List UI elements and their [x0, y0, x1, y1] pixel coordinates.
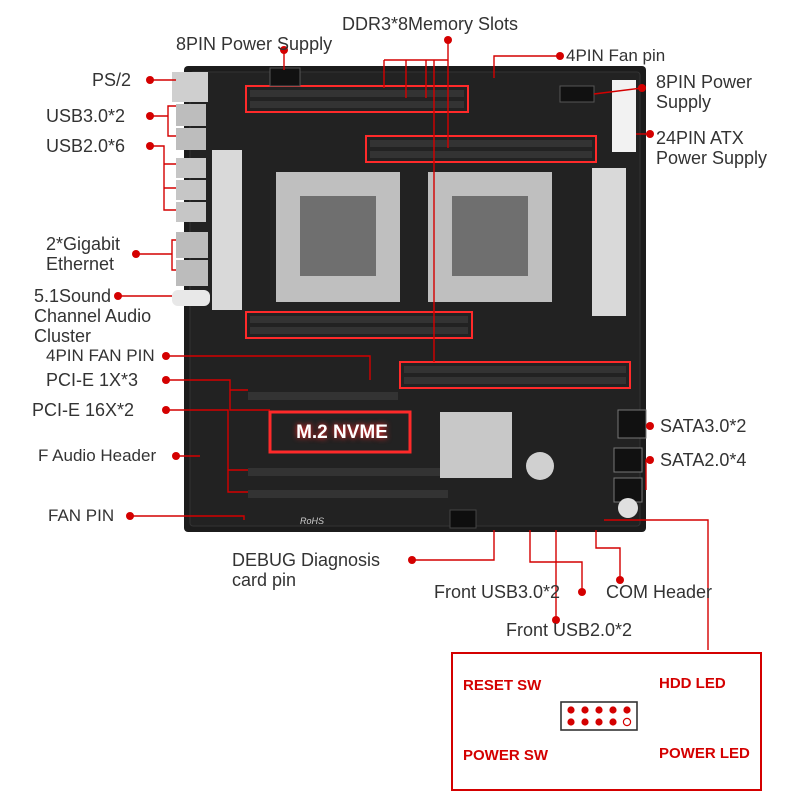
standoff [618, 498, 638, 518]
pin [595, 718, 603, 726]
pin [609, 706, 617, 714]
usb3-port-a [176, 104, 206, 126]
label-reset-sw: RESET SW [463, 677, 542, 694]
label-ethernet: 2*Gigabit Ethernet [46, 234, 121, 274]
m2-glow [268, 410, 412, 454]
heatsink-right [592, 168, 626, 316]
pin-header-outline [560, 701, 638, 731]
m2-nvme-text: M.2 NVME [296, 422, 388, 443]
label-f-audio: F Audio Header [38, 446, 157, 465]
label-debug: DEBUG Diagnosis card pin [232, 550, 381, 590]
label-8pin-power-left: 8PIN Power Supply [176, 34, 333, 54]
usb3-port-b [176, 128, 206, 150]
label-pcie-1x: PCI-E 1X*3 [46, 370, 139, 390]
dimm-glow-top [245, 85, 469, 113]
label-8pin-power-right: 8PIN Power Supply [656, 72, 753, 112]
label-24pin-atx: 24PIN ATX Power Supply [656, 128, 768, 168]
label-ddr3-memory-slots: DDR3*8Memory Slots [342, 14, 519, 34]
sata2-ports-a [613, 447, 643, 473]
dimm-slot [370, 140, 592, 147]
pcie-slot [248, 490, 448, 498]
rohs-text: RoHS [300, 516, 325, 526]
usb2-port-a [176, 158, 206, 178]
pcie-slot [248, 392, 398, 400]
dimm-slot [404, 377, 626, 384]
front-panel-pin-header [560, 701, 638, 731]
pin [581, 706, 589, 714]
audio-jacks [172, 290, 210, 306]
dimm-slot [250, 316, 468, 323]
pcie-slot [248, 468, 448, 476]
label-power-sw: POWER SW [463, 747, 548, 764]
dimm-slot [250, 327, 468, 334]
label-pcie-16x: PCI-E 16X*2 [32, 400, 135, 420]
ethernet-port-b [176, 260, 208, 286]
dimm-glow-bottom [399, 361, 631, 389]
label-usb2: USB2.0*6 [46, 136, 126, 156]
label-4pin-fan-top: 4PIN Fan pin [566, 46, 666, 65]
cpu-socket-left-die [300, 196, 376, 276]
pin [567, 706, 575, 714]
label-4pin-fan: 4PIN FAN PIN [46, 346, 155, 365]
label-ps2: PS/2 [92, 70, 132, 90]
chipset-heatsink [440, 412, 512, 478]
usb2-port-c [176, 202, 206, 222]
dimm-slot [370, 151, 592, 158]
cpu-sockets [276, 172, 552, 302]
sata3-ports [617, 409, 647, 439]
pin [567, 718, 575, 726]
8pin-connector-left [269, 67, 301, 87]
dimm-slots [245, 85, 631, 389]
label-front-usb3: Front USB3.0*2 [434, 582, 561, 602]
ethernet-port-a [176, 232, 208, 258]
front-panel-callout: RESET SW HDD LED POWER SW POWER LED [451, 652, 762, 791]
label-usb3: USB3.0*2 [46, 106, 126, 126]
dimm-slot [404, 366, 626, 373]
cmos-battery [526, 452, 554, 480]
24pin-atx-connector [612, 80, 636, 152]
label-hdd-led: HDD LED [659, 675, 726, 692]
dimm-slot [250, 101, 464, 108]
debug-led [449, 509, 477, 529]
dimm-glow-lower-left [245, 311, 473, 339]
label-sata2: SATA2.0*4 [660, 450, 747, 470]
label-sata3: SATA3.0*2 [660, 416, 747, 436]
usb2-port-b [176, 180, 206, 200]
ps2-port [172, 72, 208, 102]
heatsink-left [212, 150, 242, 310]
pin [581, 718, 589, 726]
pin [595, 706, 603, 714]
dimm-slot [250, 90, 464, 97]
label-fan-pin: FAN PIN [48, 506, 115, 525]
label-power-led: POWER LED [659, 745, 750, 762]
label-front-usb2: Front USB2.0*2 [506, 620, 633, 640]
pin [609, 718, 617, 726]
pin-empty [622, 717, 632, 727]
label-com-header: COM Header [606, 582, 713, 602]
pin [623, 706, 631, 714]
cpu-socket-right-die [452, 196, 528, 276]
label-sound: 5.1Sound Channel Audio Cluster [34, 286, 152, 346]
dimm-glow-upper-right [365, 135, 597, 163]
